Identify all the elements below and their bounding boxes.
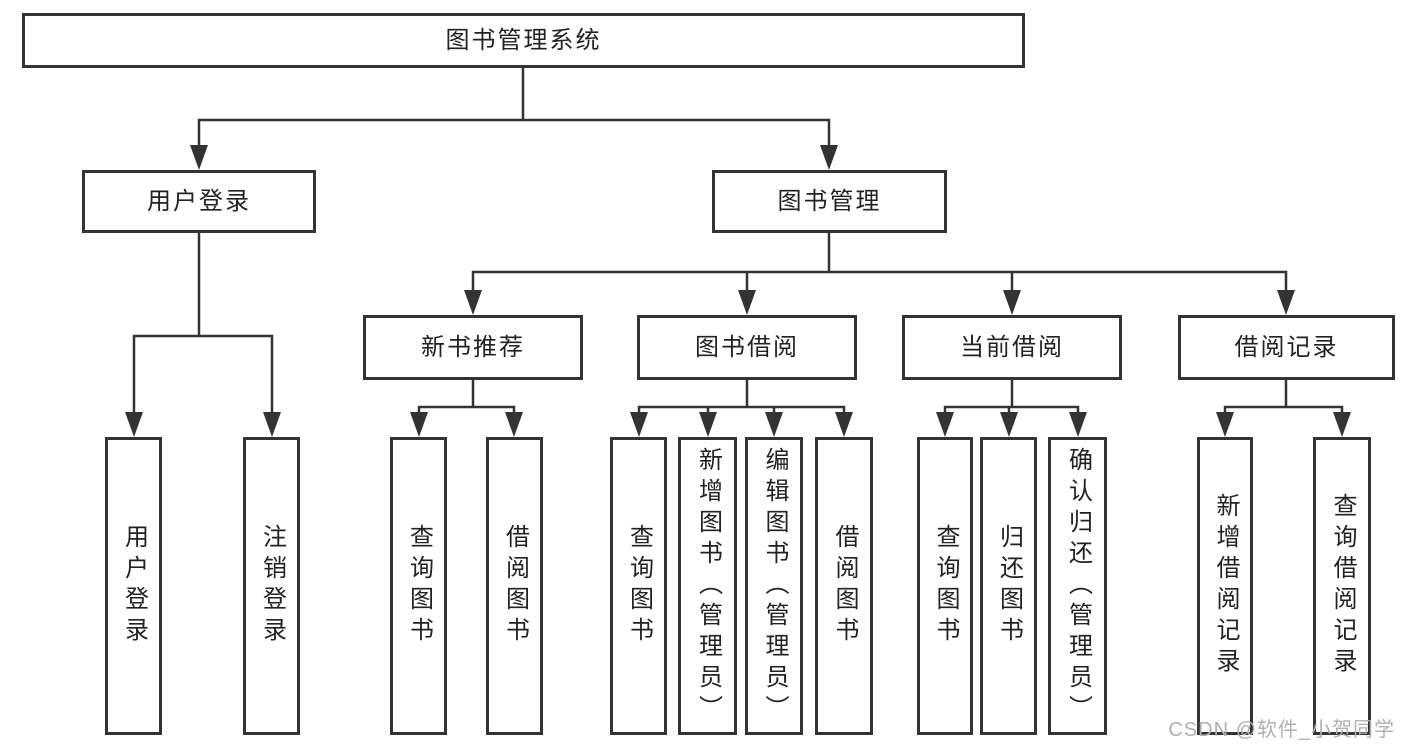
arrowhead-icon bbox=[263, 412, 281, 437]
connector-line bbox=[471, 270, 1288, 294]
node-new-book-recommend: 新书推荐 bbox=[363, 315, 583, 380]
arrowhead-icon bbox=[699, 412, 717, 437]
connector-line bbox=[1223, 405, 1344, 416]
connector-borrow-to-leaves bbox=[630, 380, 853, 437]
connector-root-to-level2 bbox=[190, 68, 838, 170]
connector-line bbox=[132, 334, 274, 416]
arrowhead-icon bbox=[765, 412, 783, 437]
leaf-logout: 注销登录 bbox=[243, 437, 300, 735]
arrowhead-icon bbox=[738, 290, 756, 315]
connector-records-to-leaves bbox=[1216, 380, 1351, 437]
arrowhead-icon bbox=[505, 412, 523, 437]
node-current-borrow: 当前借阅 bbox=[902, 315, 1122, 380]
arrowhead-icon bbox=[190, 145, 208, 170]
arrowhead-icon bbox=[1277, 290, 1295, 315]
connector-line bbox=[943, 405, 1080, 416]
connector-line bbox=[197, 118, 831, 150]
connector-newbook-to-leaves bbox=[410, 380, 523, 437]
leaf-user-login: 用户登录 bbox=[105, 437, 162, 735]
arrowhead-icon bbox=[410, 412, 428, 437]
arrowhead-icon bbox=[464, 290, 482, 315]
leaf-query-books-recommend: 查询图书 bbox=[390, 437, 447, 735]
leaf-return-books: 归还图书 bbox=[980, 437, 1037, 735]
leaf-confirm-return-admin: 确认归还（管理员） bbox=[1048, 437, 1107, 735]
leaf-query-books-current: 查询图书 bbox=[917, 437, 973, 735]
connector-mgmt-to-level3 bbox=[464, 233, 1295, 315]
node-book-borrow: 图书借阅 bbox=[637, 315, 857, 380]
node-book-management: 图书管理 bbox=[712, 170, 947, 233]
leaf-edit-books-admin: 编辑图书（管理员） bbox=[745, 437, 803, 735]
leaf-query-borrow-record: 查询借阅记录 bbox=[1313, 437, 1371, 735]
arrowhead-icon bbox=[1069, 412, 1087, 437]
arrowhead-icon bbox=[1216, 412, 1234, 437]
leaf-borrow-books-recommend: 借阅图书 bbox=[486, 437, 543, 735]
arrowhead-icon bbox=[1333, 412, 1351, 437]
arrowhead-icon bbox=[936, 412, 954, 437]
connector-current-to-leaves bbox=[936, 380, 1087, 437]
connector-line bbox=[637, 405, 846, 416]
connector-login-to-leaves bbox=[125, 233, 281, 437]
arrowhead-icon bbox=[125, 412, 143, 437]
arrowhead-icon bbox=[630, 412, 648, 437]
connector-line bbox=[417, 405, 516, 416]
node-borrow-records: 借阅记录 bbox=[1178, 315, 1395, 380]
node-root: 图书管理系统 bbox=[22, 13, 1025, 68]
watermark: CSDN @软件_小贺同学 bbox=[1168, 719, 1395, 741]
leaf-borrow-books: 借阅图书 bbox=[815, 437, 873, 735]
arrowhead-icon bbox=[835, 412, 853, 437]
leaf-add-borrow-record: 新增借阅记录 bbox=[1197, 437, 1253, 735]
arrowhead-icon bbox=[1000, 412, 1018, 437]
leaf-query-books-borrow: 查询图书 bbox=[610, 437, 667, 735]
node-user-login: 用户登录 bbox=[82, 170, 316, 233]
leaf-add-books-admin: 新增图书（管理员） bbox=[678, 437, 737, 735]
arrowhead-icon bbox=[1003, 290, 1021, 315]
arrowhead-icon bbox=[820, 145, 838, 170]
